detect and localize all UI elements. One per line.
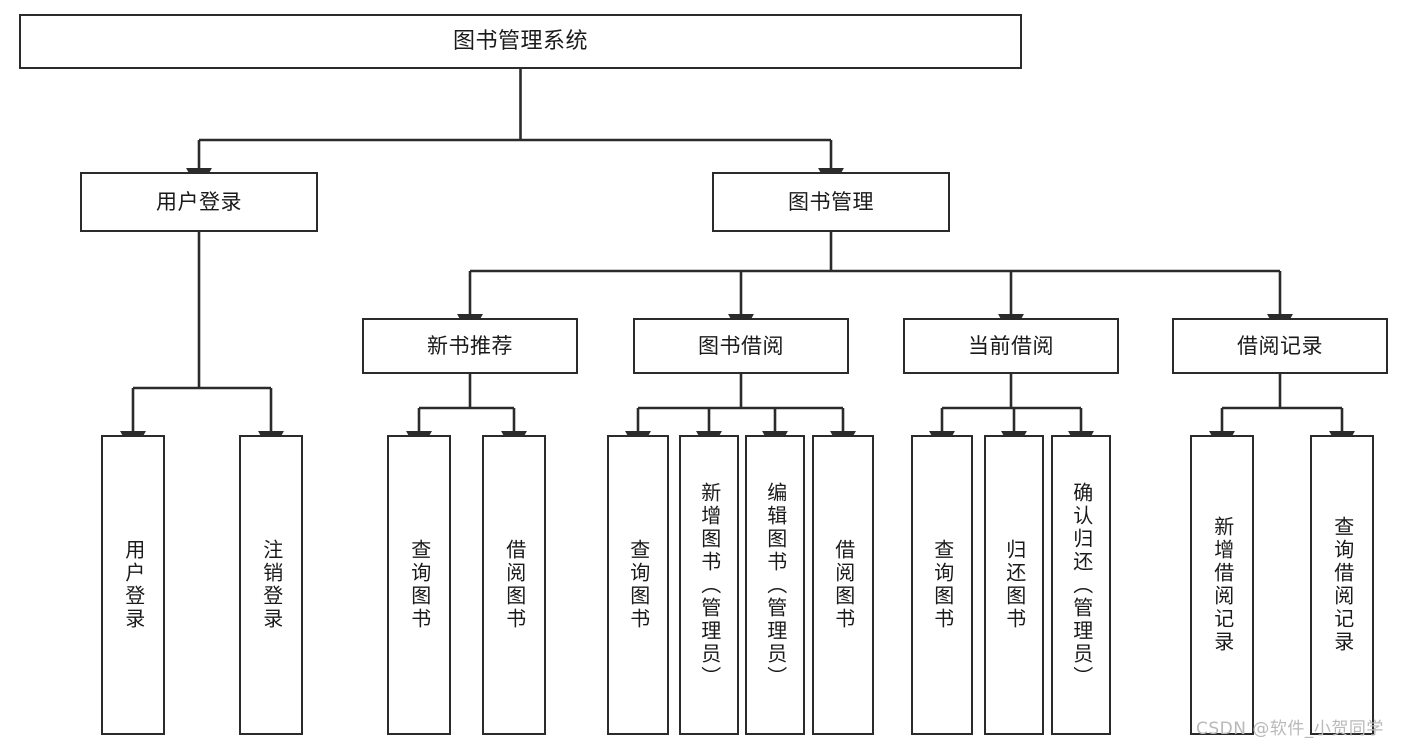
- node-leaf-user-login[interactable]: 用户登录: [101, 435, 165, 735]
- node-user-login[interactable]: 用户登录: [80, 172, 318, 232]
- node-leaf-logout[interactable]: 注销登录: [239, 435, 303, 735]
- node-label: 新书推荐: [427, 333, 513, 358]
- node-new-book-rec[interactable]: 新书推荐: [362, 318, 578, 374]
- node-label: 确认归还（管理员）: [1069, 481, 1094, 689]
- node-leaf-query-rec[interactable]: 查询借阅记录: [1310, 435, 1374, 735]
- node-borrow-record[interactable]: 借阅记录: [1172, 318, 1388, 374]
- node-label: 借阅记录: [1237, 333, 1323, 358]
- node-book-manage[interactable]: 图书管理: [712, 172, 950, 232]
- node-label: 借阅图书: [502, 539, 527, 631]
- node-leaf-query-3[interactable]: 查询图书: [911, 435, 973, 735]
- node-label: 归还图书: [1002, 539, 1027, 631]
- node-leaf-borrow-2[interactable]: 借阅图书: [812, 435, 874, 735]
- node-leaf-query-1[interactable]: 查询图书: [387, 435, 451, 735]
- node-leaf-borrow-1[interactable]: 借阅图书: [482, 435, 546, 735]
- node-leaf-query-2[interactable]: 查询图书: [607, 435, 669, 735]
- node-leaf-add-book[interactable]: 新增图书（管理员）: [679, 435, 739, 735]
- node-label: 新增借阅记录: [1210, 516, 1235, 654]
- node-label: 图书管理系统: [452, 28, 588, 54]
- node-label: 新增图书（管理员）: [697, 481, 722, 689]
- node-leaf-confirm[interactable]: 确认归还（管理员）: [1051, 435, 1111, 735]
- node-label: 图书借阅: [698, 333, 784, 358]
- node-current-borrow[interactable]: 当前借阅: [903, 318, 1119, 374]
- node-leaf-add-rec[interactable]: 新增借阅记录: [1190, 435, 1254, 735]
- node-root[interactable]: 图书管理系统: [19, 14, 1022, 69]
- node-label: 图书管理: [788, 189, 874, 214]
- node-label: 借阅图书: [831, 539, 856, 631]
- node-label: 查询图书: [407, 539, 432, 631]
- node-leaf-return[interactable]: 归还图书: [984, 435, 1044, 735]
- node-leaf-edit-book[interactable]: 编辑图书（管理员）: [745, 435, 805, 735]
- node-label: 用户登录: [156, 189, 242, 214]
- node-label: 注销登录: [259, 539, 284, 631]
- node-label: 编辑图书（管理员）: [763, 481, 788, 689]
- node-label: 查询图书: [626, 539, 651, 631]
- node-label: 查询图书: [930, 539, 955, 631]
- node-book-borrow[interactable]: 图书借阅: [633, 318, 849, 374]
- node-label: 用户登录: [121, 539, 146, 631]
- node-label: 当前借阅: [968, 333, 1054, 358]
- node-label: 查询借阅记录: [1330, 516, 1355, 654]
